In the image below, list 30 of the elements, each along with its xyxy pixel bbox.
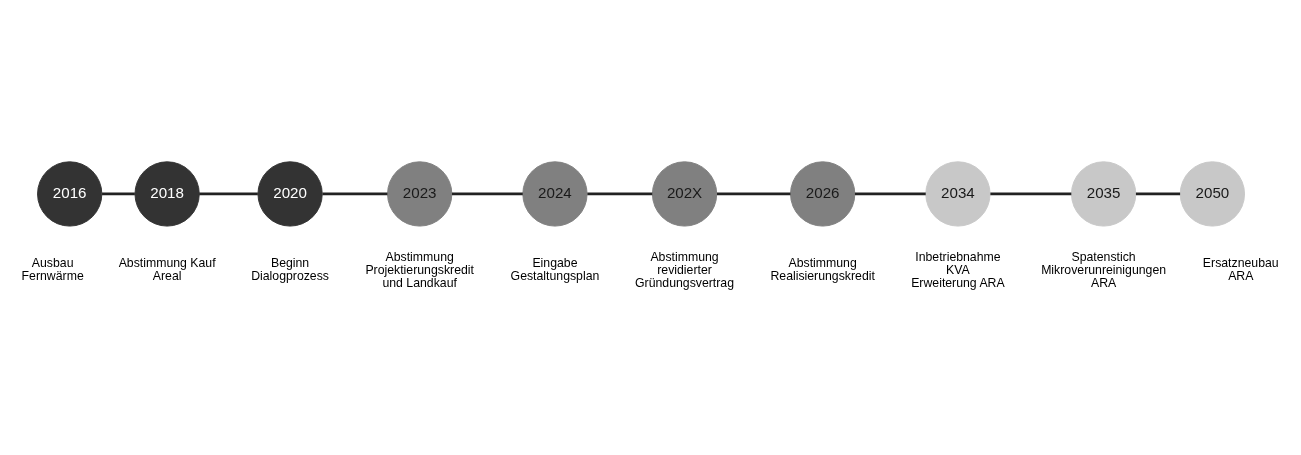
connector	[451, 192, 523, 195]
node-label: Eingabe Gestaltungsplan	[510, 255, 600, 283]
node-label: Erweiterung ARA	[911, 275, 1005, 290]
node-circle: 2023	[387, 160, 453, 227]
connector	[322, 192, 388, 195]
node-label: Abstimmung Projektierungskredit und Landkauf	[365, 249, 474, 290]
connector	[587, 192, 653, 195]
connector	[854, 192, 926, 195]
node-label: Abstimmung revidierter Gründungsvertrag	[635, 249, 735, 290]
node-label: Spatenstich Mikroverunreinigungen ARA	[1041, 249, 1167, 290]
connector	[102, 192, 135, 195]
connector	[1135, 192, 1181, 195]
node-circle: 2026	[790, 160, 856, 227]
connector	[716, 192, 791, 195]
node-circle: 2050	[1179, 160, 1246, 227]
node-circle: 2024	[522, 160, 588, 227]
node-label: Abstimmung Kauf Areal	[118, 255, 216, 283]
connector	[990, 192, 1072, 195]
node-circle: 2034	[925, 160, 991, 227]
node-circle: 2018	[134, 160, 200, 227]
node-circle: 2035	[1070, 160, 1137, 227]
node-circle: 202X	[651, 160, 718, 227]
node-label: Abstimmung Realisierungskredit	[770, 255, 875, 283]
node-label: Inbetriebnahme KVA	[915, 249, 1001, 277]
node-label: Ersatzneubau ARA	[1202, 255, 1279, 283]
node-circle: 2016	[37, 160, 103, 227]
connector	[199, 192, 258, 195]
node-circle: 2020	[257, 160, 323, 227]
node-label: Ausbau Fernwärme	[21, 255, 84, 283]
node-label: Beginn Dialogprozess	[251, 255, 330, 283]
